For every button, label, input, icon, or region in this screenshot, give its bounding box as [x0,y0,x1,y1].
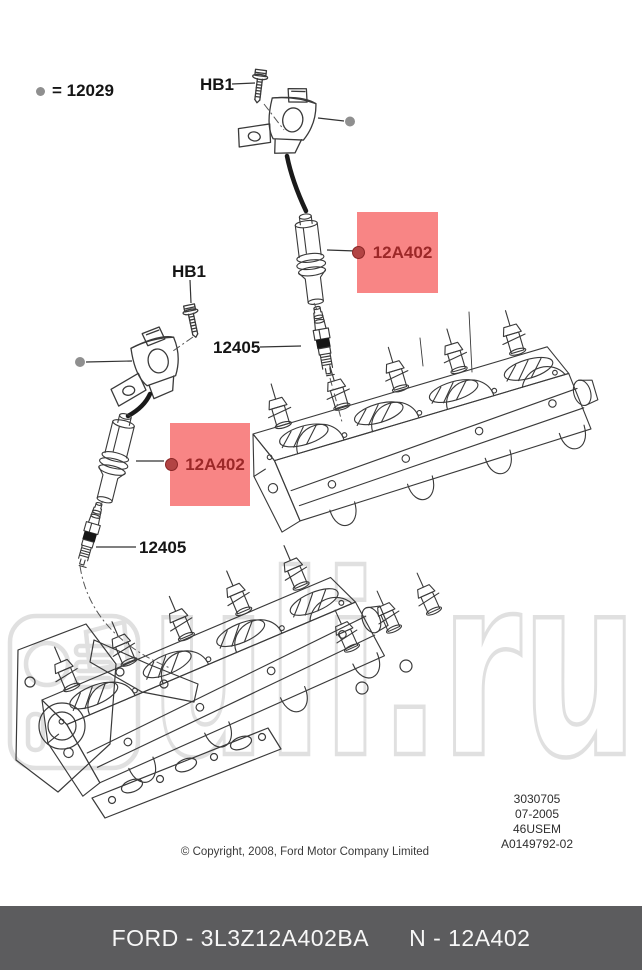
footer-catalog-number: N - 12A402 [409,924,531,951]
highlight-box-12a402-mid[interactable]: 12A402 [165,423,250,506]
spark-plug-mid-drawing [73,500,107,569]
callout-dot-coil-mid [75,357,85,367]
highlight-dot-icon [165,458,178,471]
label-hb1-mid: HB1 [172,262,207,281]
drawing-stamp-block: 3030705 07-2005 46USEM A0149792-02 [467,792,607,852]
assembly-axis-lines [79,103,343,669]
cylinder-head-lower-details [15,567,447,819]
highlight-label-top: 12A402 [372,242,433,262]
label-hb1-top: HB1 [200,75,235,94]
stamp-line-2: 07-2005 [514,807,560,821]
watermark-text: uli.ru [150,522,638,813]
legend-label: = 12029 [52,81,114,100]
ignition-coil-top-drawing [234,77,320,160]
bolt-top-drawing [248,68,270,105]
highlight-dot-icon [352,246,365,259]
stamp-line-1: 3030705 [513,792,561,806]
label-12405-bottom: 12405 [139,538,187,557]
footer-part-bar: FORD - 3L3Z12A402BA N - 12A402 [0,906,642,970]
stamp-line-3: 46USEM [512,822,562,836]
legend-dot-icon [36,86,45,96]
label-12405-top: 12405 [213,338,261,357]
parts-diagram: uli.ru [7,68,640,858]
leader-lines [85,82,357,548]
footer-brand-part: FORD - 3L3Z12A402BA [111,924,370,951]
coil-boot-top-drawing [290,211,331,307]
cylinder-head-upper [229,293,612,547]
highlight-box-12a402-top[interactable]: 12A402 [352,212,438,293]
spark-plug-top-drawing [308,304,337,378]
coil-wire-top [284,153,309,214]
bolt-mid-drawing [181,302,204,340]
ignition-coil-mid-drawing [99,323,188,408]
legend-12029: = 12029 [36,81,114,101]
coil-boot-mid-drawing [89,409,141,507]
coil-wire-mid [125,391,153,419]
copyright-line: © Copyright, 2008, Ford Motor Company Li… [180,846,430,858]
callout-dot-coil-top [345,116,355,127]
stamp-line-4: A0149792-02 [500,837,574,851]
diagram-line-art: uli.ru [7,68,640,819]
highlight-label-mid: 12A402 [185,454,245,474]
watermark: uli.ru [7,520,640,815]
